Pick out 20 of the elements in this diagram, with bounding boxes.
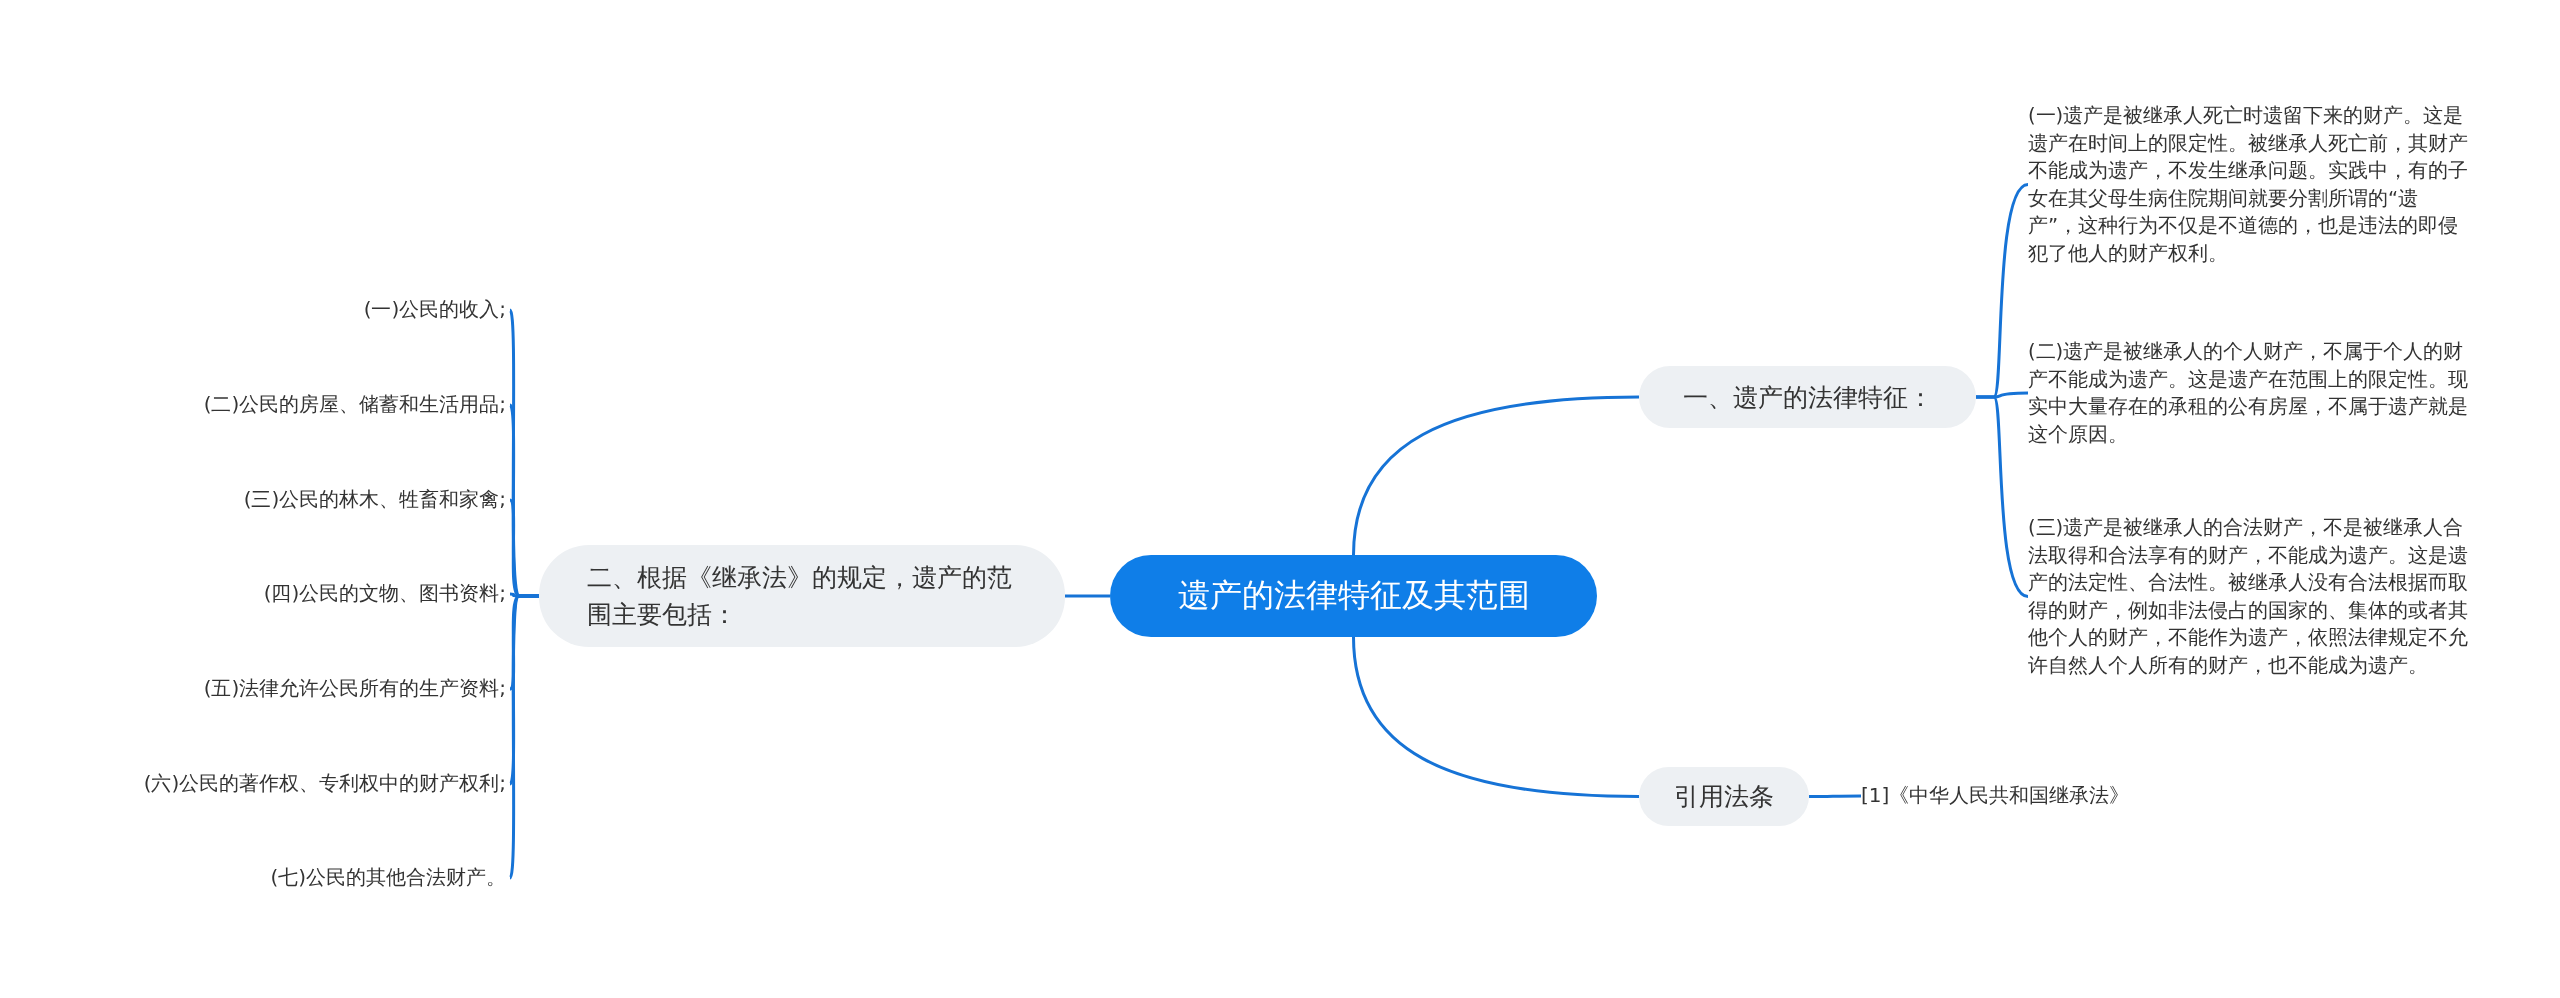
paragraph-text: (二)遗产是被继承人的个人财产，不属于个人的财产不能成为遗产。这是遗产在范围上的限定性。现实中大量存在的承租的公有房屋，不属于遗产就是这个原因。 [2028, 338, 2468, 448]
list-item-text: (一)公民的收入; [100, 296, 506, 324]
list-item-text: (三)公民的林木、牲畜和家禽; [100, 486, 506, 514]
central-topic-box: 遗产的法律特征及其范围 [1110, 555, 1597, 637]
list-item-text: (四)公民的文物、图书资料; [100, 580, 506, 608]
list-item-text: (二)公民的房屋、储蓄和生活用品; [100, 391, 506, 419]
list-item-text: (六)公民的著作权、专利权中的财产权利; [60, 770, 506, 798]
connector-line [1352, 395, 1640, 556]
list-item-text: (七)公民的其他合法财产。 [100, 864, 506, 892]
list-item-text: (五)法律允许公民所有的生产资料; [100, 675, 506, 703]
topic-box: 一、遗产的法律特征： [1639, 366, 1976, 428]
connector-line [1976, 395, 2029, 598]
paragraph-text: (三)遗产是被继承人的合法财产，不是被继承人合法取得和合法享有的财产，不能成为遗产。这是遗产的法定性、合法性。被继承人没有合法根据而取得的财产，例如非法侵占的国家的、集体的或者其他个人的财产，不能作为遗产，依照法律规定不允许自然人个人所有的财产，也不能成为遗产。 [2028, 514, 2468, 679]
topic-box: 引用法条 [1639, 767, 1809, 826]
connector-line [1065, 594, 1110, 598]
topic-box: 二、根据《继承法》的规定，遗产的范围主要包括： [539, 545, 1065, 647]
connector-line [1809, 794, 1861, 798]
reference-text: [1]《中华人民共和国继承法》 [1861, 782, 2191, 810]
connector-line [1352, 636, 1640, 798]
paragraph-text: (一)遗产是被继承人死亡时遗留下来的财产。这是遗产在时间上的限定性。被继承人死亡前，其财产不能成为遗产，不发生继承问题。实践中，有的子女在其父母生病住院期间就要分割所谓的“遗产”，这种行为不仅是不道德的，也是违法的即侵犯了他人的财产权利。 [2028, 102, 2468, 267]
